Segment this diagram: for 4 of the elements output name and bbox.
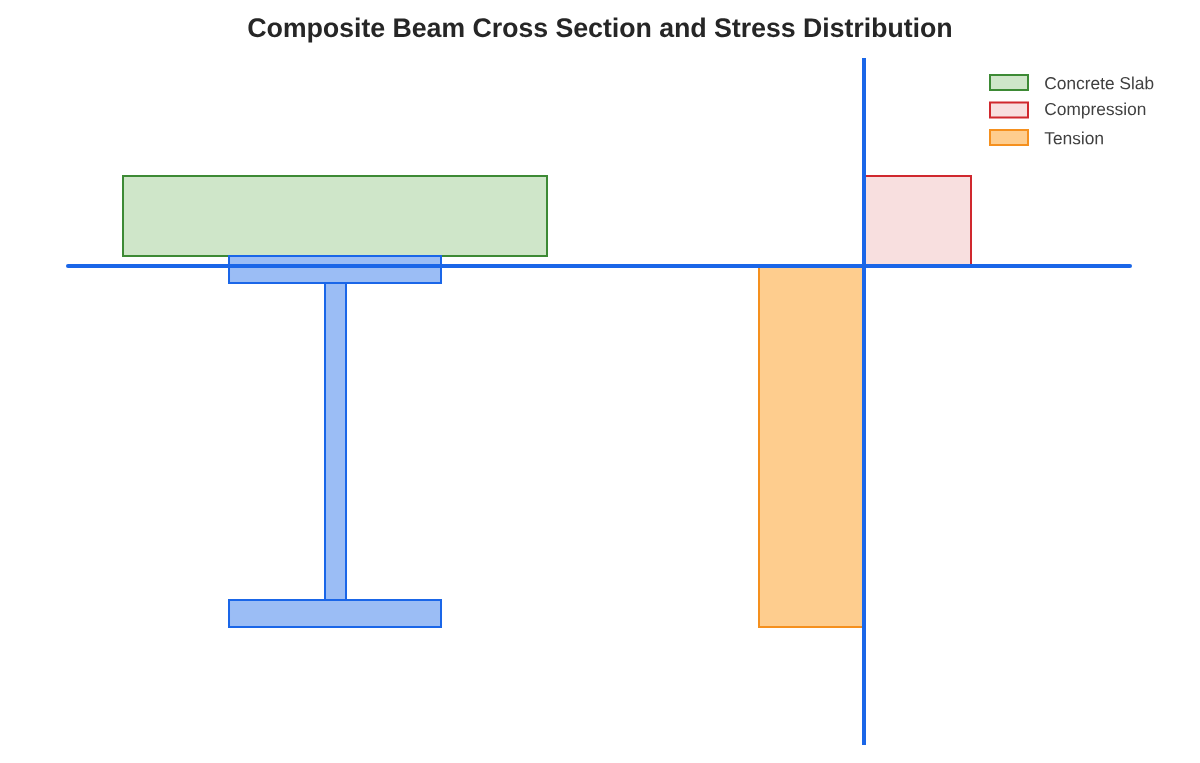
title: Composite Beam Cross Section and Stress Distribution <box>248 17 951 43</box>
legend-label: Concrete Slab <box>1045 76 1154 90</box>
legend-label: Compression <box>1045 102 1146 119</box>
legend-label: Tension <box>1044 131 1103 145</box>
